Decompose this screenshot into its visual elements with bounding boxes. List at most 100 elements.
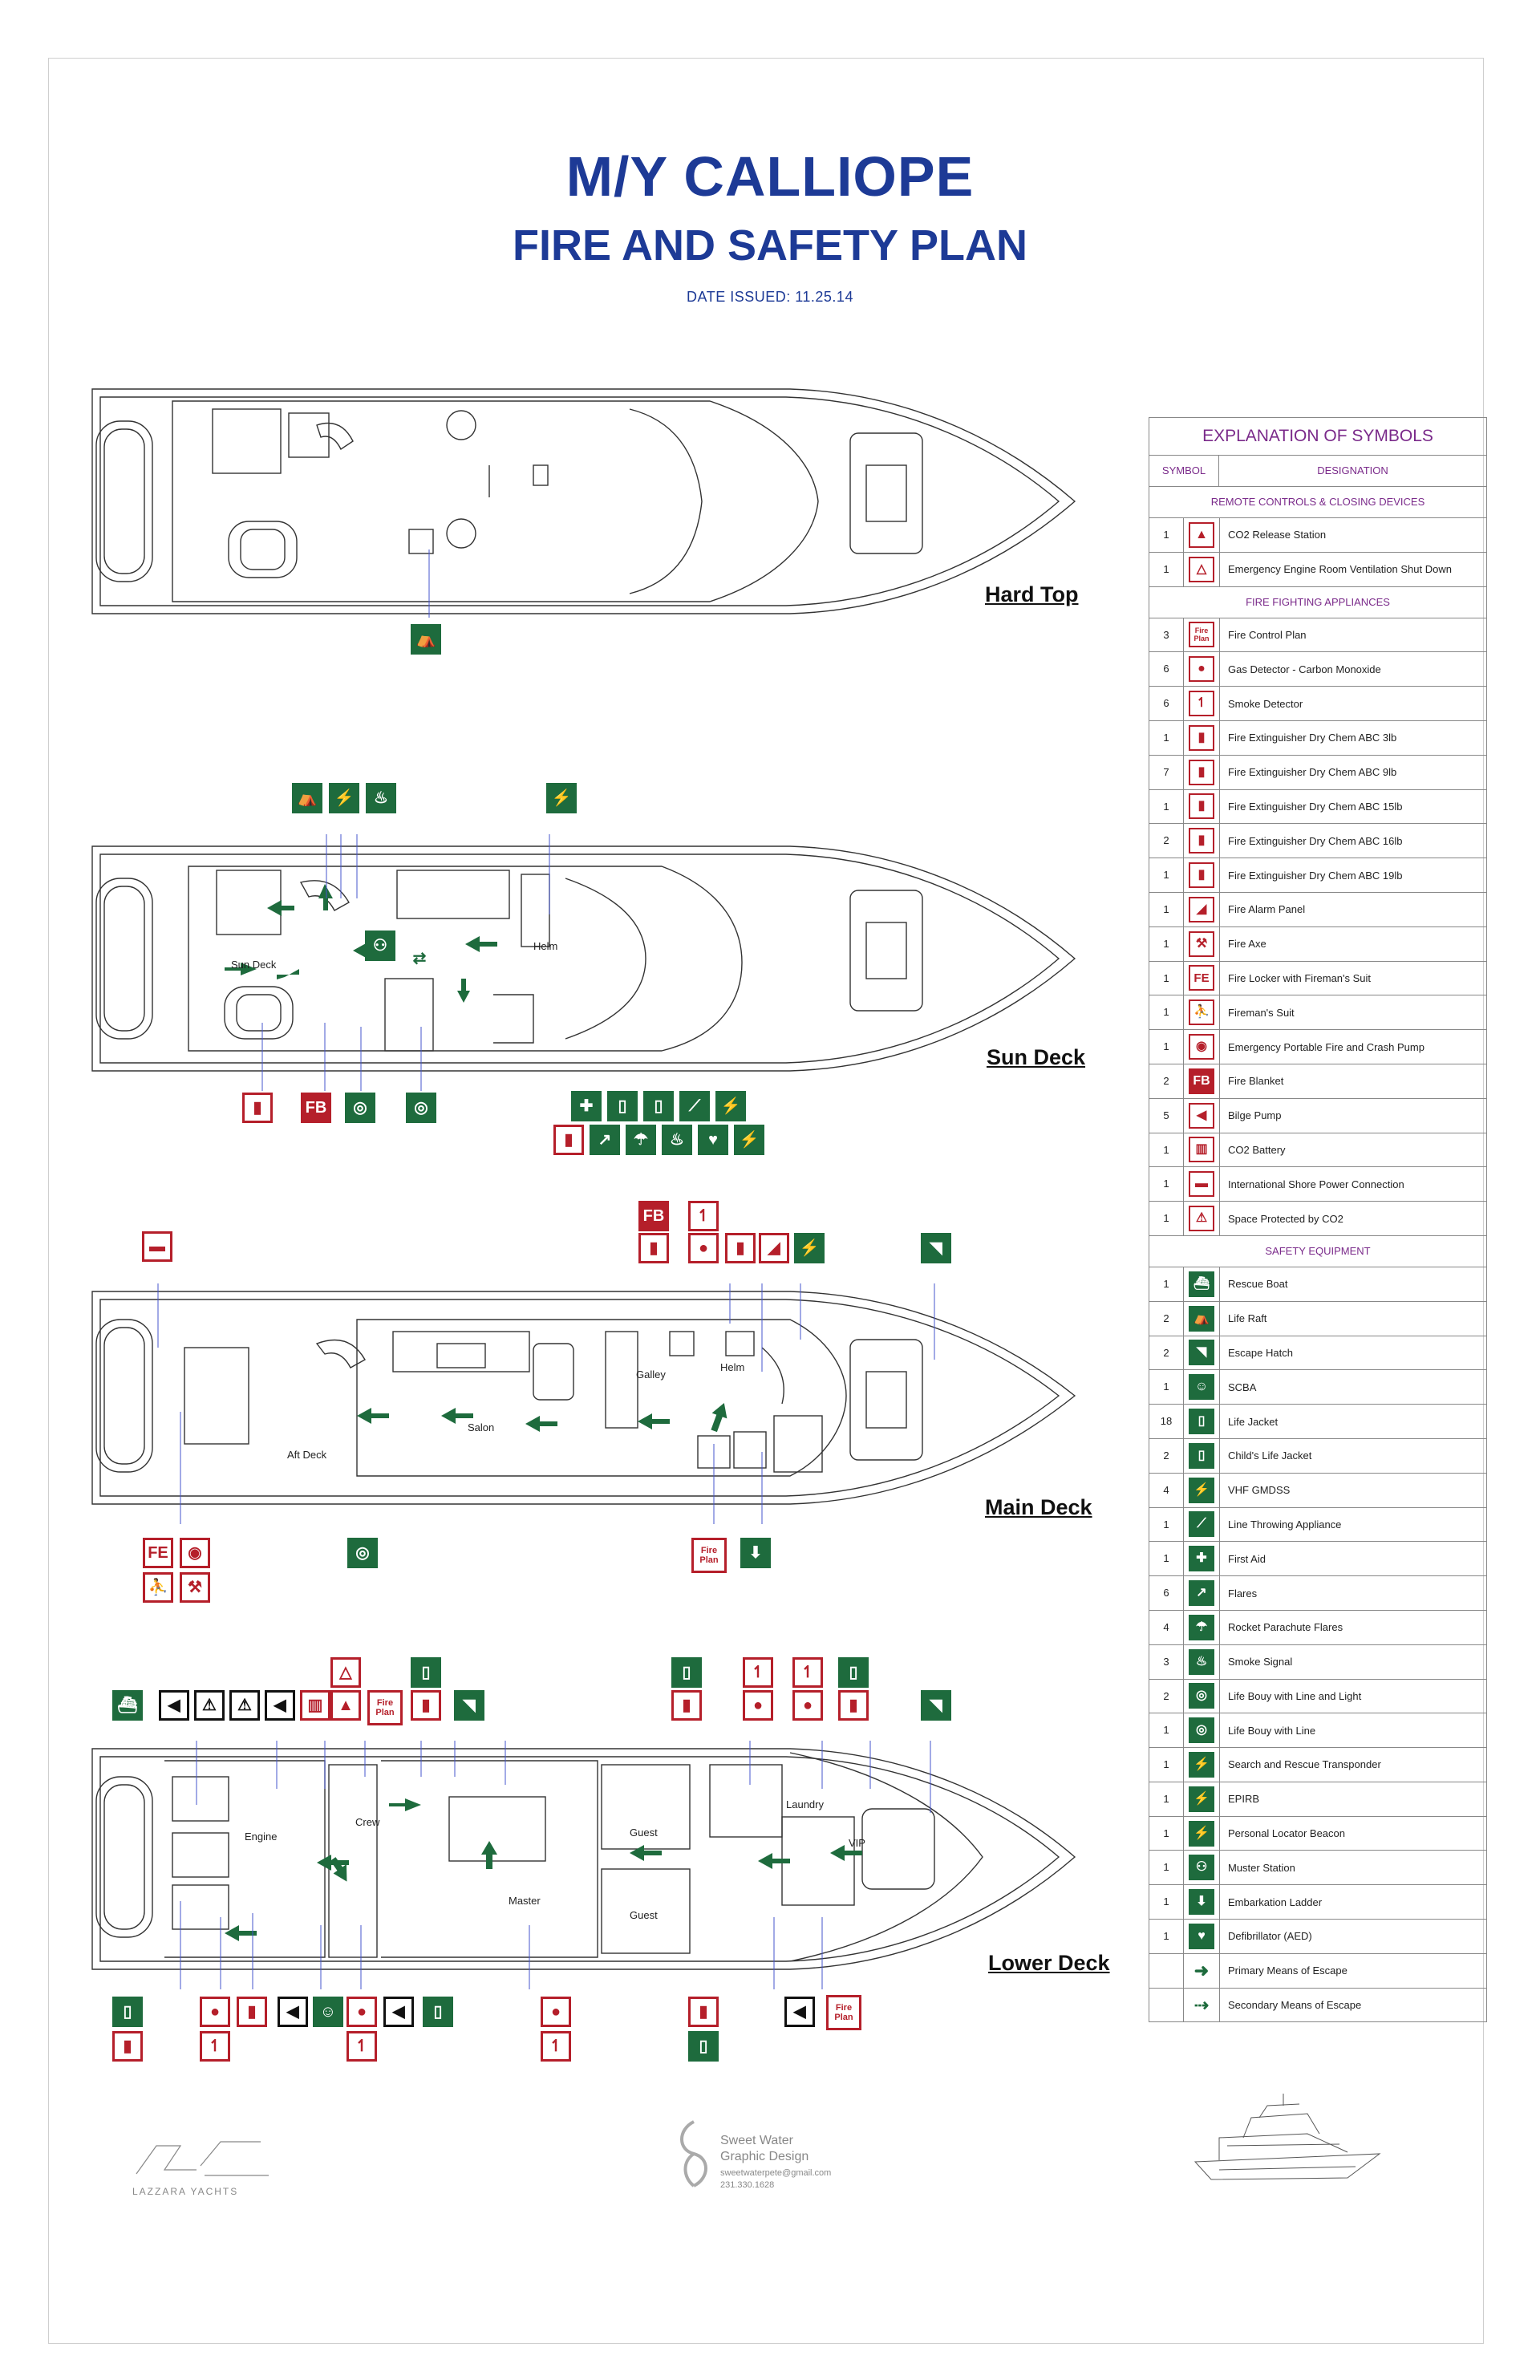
escape-hatch-icon: ◥ (454, 1690, 484, 1721)
co2-space-icon: ⚠ (229, 1690, 260, 1721)
legend-quantity (1149, 1953, 1184, 1988)
legend-designation: Fireman's Suit (1228, 1006, 1295, 1019)
legend-symbol-cell: ➜ (1184, 1953, 1220, 1988)
legend-designation: Escape Hatch (1228, 1346, 1293, 1359)
lazzara-logo (136, 2141, 269, 2176)
legend-row: 1◎Life Bouy with Line (1149, 1713, 1486, 1749)
legend-designation: Child's Life Jacket (1228, 1449, 1312, 1462)
life-buoy-light-icon: ◎ (1189, 1683, 1214, 1709)
legend-row: 18▯Life Jacket (1149, 1405, 1486, 1439)
extinguisher-icon: ▮ (688, 1997, 719, 2027)
legend-designation: Rocket Parachute Flares (1228, 1621, 1343, 1634)
escape-hatch-icon: ◥ (1189, 1340, 1214, 1366)
legend-designation: Life Jacket (1228, 1415, 1279, 1428)
legend-designation: Secondary Means of Escape (1228, 1999, 1362, 2012)
fireman-suit-icon: ⛹ (143, 1572, 173, 1603)
legend-symbol-cell: ↿ (1184, 687, 1220, 720)
vhf-radio-icon: ⚡ (329, 783, 359, 813)
extinguisher-icon: ▮ (671, 1690, 702, 1721)
first-aid-icon: ✚ (1189, 1546, 1214, 1572)
legend-quantity: 4 (1149, 1610, 1184, 1644)
extinguisher-icon: ▮ (1189, 759, 1214, 785)
gas-detector-icon: ● (541, 1997, 571, 2027)
legend-quantity: 3 (1149, 618, 1184, 652)
legend-designation: Bilge Pump (1228, 1109, 1282, 1122)
defibrillator-icon: ♥ (698, 1125, 728, 1155)
gas-detector-icon: ● (743, 1690, 773, 1721)
legend-symbol-cell: ▯ (1184, 1438, 1220, 1473)
legend-symbol-cell: ▲ (1184, 518, 1220, 552)
legend-row: 2▯Child's Life Jacket (1149, 1438, 1486, 1474)
smoke-detector-icon: ↿ (792, 1657, 823, 1688)
legend-quantity: 1 (1149, 995, 1184, 1030)
legend-symbol-cell: ♥ (1184, 1920, 1220, 1953)
legend-title: EXPLANATION OF SYMBOLS (1149, 418, 1486, 456)
legend-quantity: 1 (1149, 1713, 1184, 1748)
legend-row: 1⚒Fire Axe (1149, 926, 1486, 962)
smoke-signal-icon: ♨ (366, 783, 396, 813)
fire-locker-icon: FE (143, 1538, 173, 1568)
legend-row: 2◥Escape Hatch (1149, 1336, 1486, 1371)
legend-quantity: 6 (1149, 652, 1184, 687)
extinguisher-icon: ▮ (725, 1233, 756, 1263)
deck-label-main-deck: Main Deck (985, 1495, 1092, 1519)
legend-row: 4⚡VHF GMDSS (1149, 1473, 1486, 1508)
legend-symbol-cell: △ (1184, 552, 1220, 586)
legend-quantity: 1 (1149, 858, 1184, 892)
legend-quantity: 1 (1149, 552, 1184, 586)
symbol-legend: EXPLANATION OF SYMBOLS SYMBOL DESIGNATIO… (1149, 417, 1487, 2023)
alarm-panel-icon: ◢ (759, 1233, 789, 1263)
rescue-boat-icon: ⛴ (112, 1690, 143, 1721)
fire-axe-icon: ⚒ (1189, 931, 1214, 957)
legend-quantity: 1 (1149, 1267, 1184, 1301)
legend-symbol-cell: ⬇ (1184, 1885, 1220, 1920)
legend-row: 1▮Fire Extinguisher Dry Chem ABC 19lb (1149, 858, 1486, 893)
legend-row: 1◉Emergency Portable Fire and Crash Pump (1149, 1030, 1486, 1064)
embarkation-ladder-icon: ⬇ (740, 1538, 771, 1568)
legend-row: 2▮Fire Extinguisher Dry Chem ABC 16lb (1149, 824, 1486, 859)
legend-designation: Search and Rescue Transponder (1228, 1758, 1381, 1771)
legend-symbol-cell: ⚠ (1184, 1202, 1220, 1235)
issue-date: DATE ISSUED: 11.25.14 (687, 289, 853, 305)
legend-quantity: 1 (1149, 1816, 1184, 1851)
legend-quantity: 1 (1149, 1920, 1184, 1953)
smoke-detector-icon: ↿ (346, 2031, 377, 2062)
page-frame (48, 58, 1484, 2344)
legend-quantity: 1 (1149, 892, 1184, 926)
legend-symbol-cell: ▥ (1184, 1133, 1220, 1167)
muster-station-icon: ⚇ (365, 931, 395, 961)
muster-station-icon: ⚇ (1189, 1855, 1214, 1881)
deck-label-sun-deck: Sun Deck (987, 1045, 1086, 1069)
co2-space-icon: ⚠ (1189, 1206, 1214, 1232)
legend-row: 1⚠Space Protected by CO2 (1149, 1202, 1486, 1236)
legend-symbol-cell: ● (1184, 652, 1220, 687)
primary-escape-arrow-icon: ➜ (1194, 1960, 1210, 1981)
legend-symbol-cell: ▮ (1184, 720, 1220, 755)
legend-symbol-cell: ⚡ (1184, 1816, 1220, 1851)
legend-designation: Fire Alarm Panel (1228, 903, 1306, 916)
legend-designation: Embarkation Ladder (1228, 1895, 1323, 1908)
flare-icon: ↗ (1189, 1580, 1214, 1606)
room-galley: Galley (636, 1368, 666, 1381)
extinguisher-icon: ▮ (242, 1093, 273, 1123)
epirb-icon: ⚡ (715, 1091, 746, 1121)
legend-quantity: 7 (1149, 755, 1184, 789)
line-throwing-icon: ⟋ (679, 1091, 710, 1121)
room-engine: Engine (245, 1831, 278, 1843)
fire-locker-icon: FE (1189, 965, 1214, 991)
extinguisher-icon: ▮ (838, 1690, 869, 1721)
legend-symbol-cell: ↗ (1184, 1576, 1220, 1610)
legend-quantity: 1 (1149, 1507, 1184, 1542)
legend-section-header: FIRE FIGHTING APPLIANCES (1149, 587, 1486, 618)
extinguisher-icon: ▮ (553, 1125, 584, 1155)
fire-axe-icon: ⚒ (180, 1572, 210, 1603)
parachute-flare-icon: ☂ (626, 1125, 656, 1155)
legend-designation: Muster Station (1228, 1861, 1295, 1874)
legend-row: 1⬇Embarkation Ladder (1149, 1885, 1486, 1920)
legend-symbol-cell: ▯ (1184, 1405, 1220, 1438)
room-crew: Crew (355, 1816, 380, 1828)
legend-symbol-cell: ⛺ (1184, 1301, 1220, 1336)
